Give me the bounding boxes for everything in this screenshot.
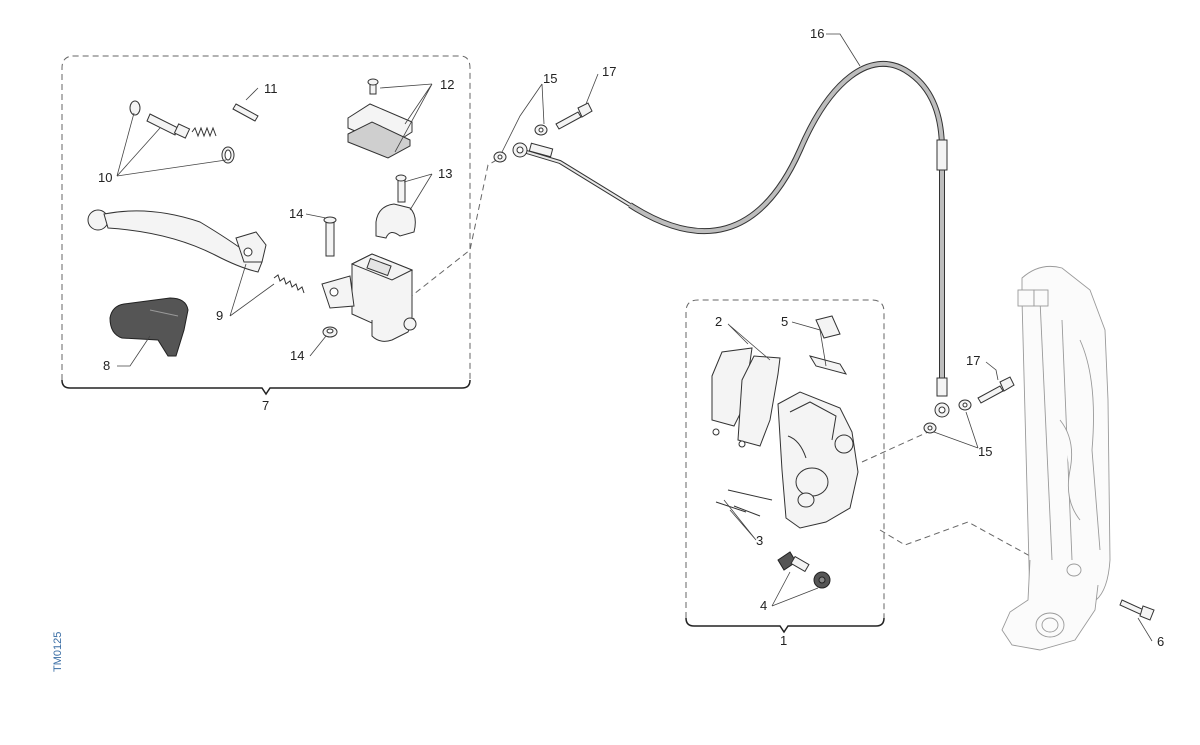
label-1: 1	[780, 633, 787, 648]
label-17-bottom: 17	[966, 353, 980, 368]
handlebar-clamp-13	[375, 174, 416, 239]
pivot-pin-kit-10	[129, 100, 235, 164]
nut-14	[322, 326, 338, 338]
lever-cover-8	[109, 297, 189, 357]
spring-9	[273, 274, 305, 294]
pin-11	[232, 103, 259, 122]
washers-15-bottom	[923, 399, 972, 434]
washers-15-top	[493, 124, 548, 163]
label-9: 9	[216, 308, 223, 323]
brake-lever	[87, 209, 267, 273]
routing-lines	[399, 157, 1031, 557]
label-12: 12	[440, 77, 454, 92]
bolt-14	[323, 216, 337, 257]
pad-pins-3	[715, 489, 773, 517]
label-16: 16	[810, 26, 824, 41]
banjo-bolt-17-bottom	[977, 376, 1015, 404]
group-1-frame	[685, 299, 885, 634]
drawing-code: TM0125	[52, 632, 64, 672]
label-4: 4	[760, 598, 767, 613]
label-13: 13	[438, 166, 452, 181]
label-7: 7	[262, 398, 269, 413]
brake-hose	[512, 61, 950, 418]
front-fork	[1001, 265, 1111, 651]
pad-spring-5	[808, 315, 848, 375]
label-14-bolt: 14	[289, 206, 303, 221]
brake-caliper	[777, 391, 859, 529]
caliper-bolts-4	[777, 551, 831, 589]
master-cylinder	[321, 253, 417, 342]
reservoir-cap-12	[347, 78, 413, 159]
label-5: 5	[781, 314, 788, 329]
brake-pads-2	[711, 347, 781, 448]
group-7-frame	[61, 55, 471, 396]
label-6: 6	[1157, 634, 1164, 649]
bolt-6	[1119, 599, 1155, 621]
callout-labels: 11 10 12 13 14 14 9 8 7 15 17 16 2 5 3 4…	[98, 26, 1164, 649]
label-2: 2	[715, 314, 722, 329]
label-8: 8	[103, 358, 110, 373]
label-10: 10	[98, 170, 112, 185]
label-17-top: 17	[602, 64, 616, 79]
label-3: 3	[756, 533, 763, 548]
label-15-top: 15	[543, 71, 557, 86]
banjo-bolt-17-top	[555, 102, 593, 130]
label-14-nut: 14	[290, 348, 304, 363]
label-11: 11	[264, 81, 278, 96]
leader-lines	[116, 33, 1153, 642]
label-15-bottom: 15	[978, 444, 992, 459]
